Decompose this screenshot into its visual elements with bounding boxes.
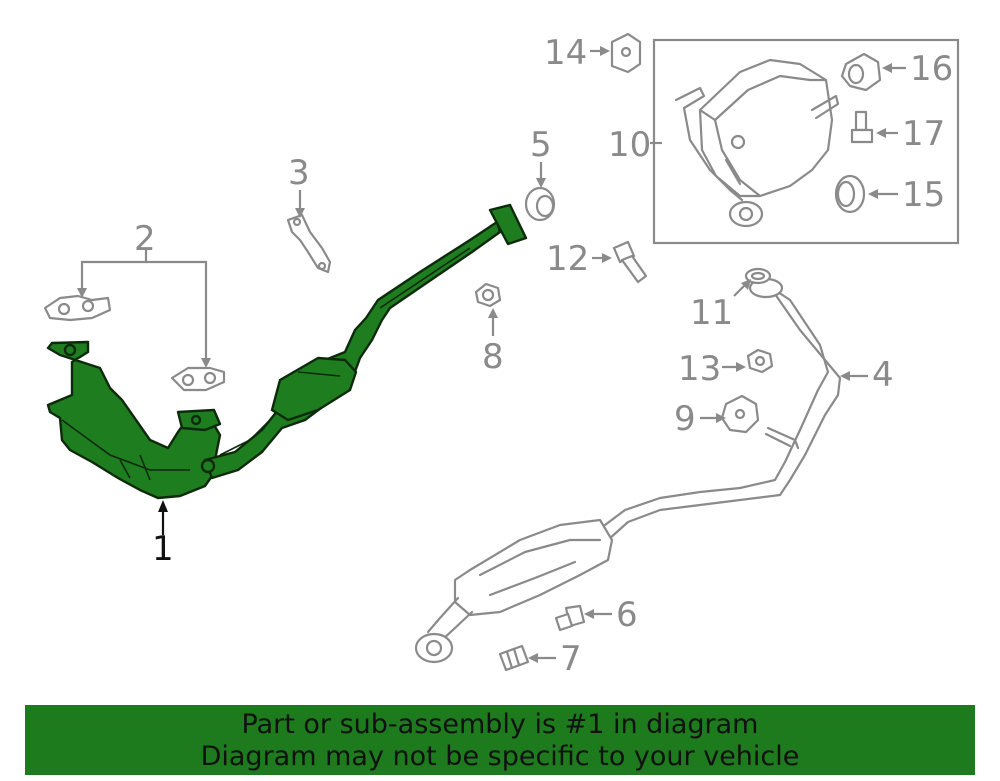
- callout-3: 3: [288, 153, 310, 193]
- callout-7: 7: [560, 639, 582, 679]
- part-9-hanger[interactable]: [720, 394, 760, 434]
- part-13-nut[interactable]: [746, 348, 774, 374]
- part-12-bolt[interactable]: [612, 240, 648, 284]
- part-15-grommet[interactable]: [834, 174, 866, 214]
- part-2-gaskets[interactable]: [43, 294, 226, 392]
- part-8-nut[interactable]: [474, 282, 502, 308]
- part-1-exhaust-manifold-assembly[interactable]: [46, 203, 528, 500]
- callout-13: 13: [678, 349, 721, 389]
- leader-lines: [77, 46, 906, 663]
- callout-6: 6: [616, 595, 638, 635]
- callout-17: 17: [902, 114, 945, 154]
- notice-line-2: Diagram may not be specific to your vehi…: [200, 741, 800, 772]
- callout-8: 8: [482, 337, 504, 377]
- part-17-bolt[interactable]: [850, 110, 874, 144]
- callout-5: 5: [530, 125, 552, 165]
- part-3-bracket[interactable]: [286, 213, 332, 274]
- callout-2: 2: [134, 219, 156, 259]
- callout-12: 12: [546, 239, 589, 279]
- part-4-center-pipe[interactable]: [414, 277, 842, 664]
- callout-16: 16: [910, 49, 953, 89]
- part-10-muffler[interactable]: [674, 58, 840, 228]
- part-16-mount[interactable]: [840, 52, 882, 92]
- callout-14: 14: [544, 33, 587, 73]
- callout-9: 9: [674, 399, 696, 439]
- part-6-bolt[interactable]: [554, 604, 586, 632]
- part-11-gasket[interactable]: [744, 267, 772, 285]
- part-7-stud[interactable]: [498, 644, 530, 672]
- part-5-seal-ring[interactable]: [524, 186, 556, 222]
- notice-banner: Part or sub-assembly is #1 in diagram Di…: [25, 705, 975, 775]
- callout-15: 15: [902, 175, 945, 215]
- callout-11: 11: [690, 293, 733, 333]
- part-14-hanger[interactable]: [610, 32, 642, 74]
- notice-line-1: Part or sub-assembly is #1 in diagram: [241, 709, 759, 740]
- exhaust-parts-diagram: 1 2 3 4 5 6 7 8 9 10 11 12 13 14 15 16 1…: [43, 32, 960, 679]
- callout-10: 10: [608, 125, 651, 165]
- callout-1: 1: [152, 529, 174, 569]
- callout-numbers: 1 2 3 4 5 6 7 8 9 10 11 12 13 14 15 16 1…: [134, 33, 953, 679]
- callout-4: 4: [872, 355, 894, 395]
